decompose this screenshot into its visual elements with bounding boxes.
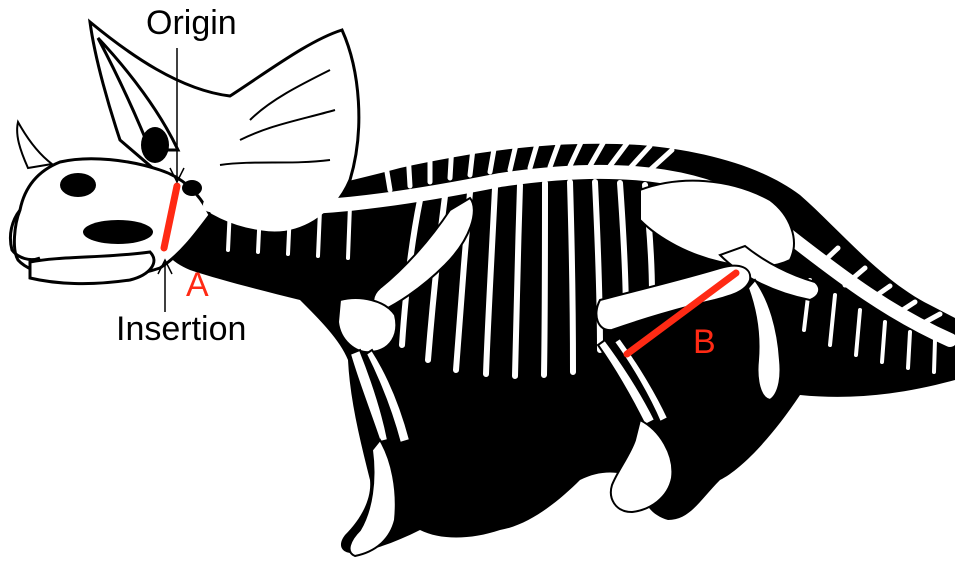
jaw-opening: [83, 220, 153, 244]
nose-horn: [17, 122, 52, 168]
orbit: [141, 127, 169, 163]
insertion-label: Insertion: [116, 312, 246, 346]
origin-label: Origin: [146, 6, 237, 40]
muscle-a-label: A: [186, 268, 209, 302]
nostril: [60, 173, 96, 197]
muscle-b-label: B: [693, 325, 716, 359]
fenestra: [182, 180, 202, 196]
